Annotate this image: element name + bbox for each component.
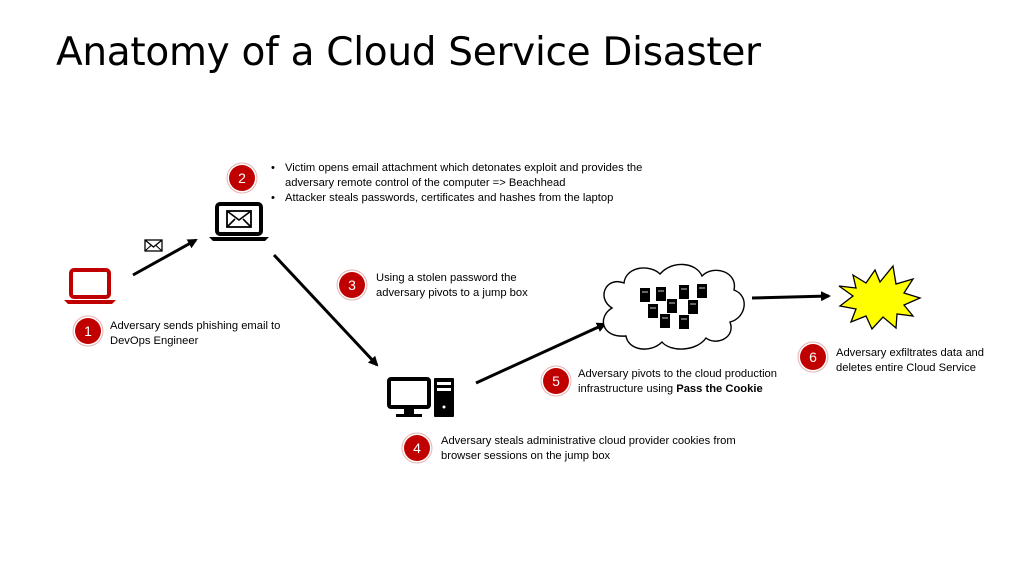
step-2-badge: 2 [229,165,255,191]
step-2-bullet: Victim opens email attachment which deto… [268,161,648,191]
step-3-badge: 3 [339,272,365,298]
step-5-text-main: Adversary pivots to the cloud production… [578,368,777,395]
laptop-icon-red [64,268,116,304]
laptop-email-icon [209,202,269,241]
step-6-badge: 6 [800,344,826,370]
step-2-bullets: Victim opens email attachment which deto… [268,161,648,206]
step-5-text: Adversary pivots to the cloud production… [578,367,798,397]
step-1-text: Adversary sends phishing email to DevOps… [110,320,281,347]
step-5-text-bold: Pass the Cookie [676,383,763,395]
step-3-text: Using a stolen password the adversary pi… [376,272,528,299]
page-title: Anatomy of a Cloud Service Disaster [56,30,761,75]
explosion-icon [838,264,922,331]
step-1-badge: 1 [75,318,101,344]
cloud-servers-icon [602,263,745,350]
arrow-phish [132,238,198,277]
step-4-text: Adversary steals administrative cloud pr… [441,435,736,462]
desktop-tower-icon [387,377,454,417]
step-5-badge: 5 [543,368,569,394]
arrow-pivot-cloud [475,322,607,385]
step-4-badge: 4 [404,435,430,461]
step-6-text: Adversary exfiltrates data and deletes e… [836,347,984,374]
arrow-pivot-jumpbox [272,253,379,367]
envelope-icon [144,239,163,252]
arrow-exfiltrate [751,291,831,302]
step-2-bullet: Attacker steals passwords, certificates … [268,191,648,206]
